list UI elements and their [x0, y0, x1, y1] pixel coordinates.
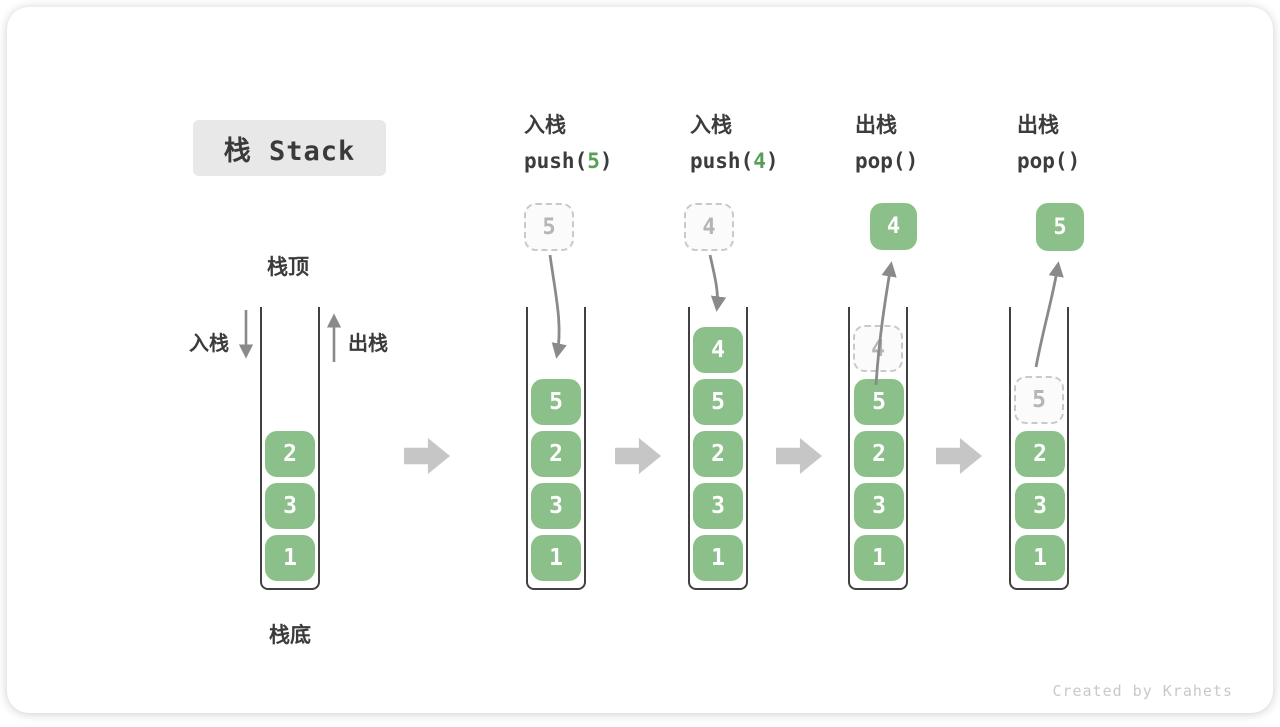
stack-container-push5	[526, 307, 586, 590]
stack-container-push4	[688, 307, 748, 590]
stack-container-pop5	[1009, 307, 1069, 590]
code-arg: 4	[753, 149, 766, 173]
stack-cell: 3	[854, 483, 904, 529]
pop-side-label: 出栈	[348, 333, 388, 355]
push4-op-label: 入栈	[690, 114, 732, 137]
stack-cell: 2	[1015, 431, 1065, 477]
stack-cell: 5	[693, 379, 743, 425]
stack-cell: 3	[531, 483, 581, 529]
ghost-cell: 4	[853, 325, 903, 372]
pop4-op-label: 出栈	[855, 114, 897, 137]
stack-container-pop4	[848, 307, 908, 590]
stage-push4-header: 入栈 push(4)	[690, 113, 779, 174]
code-pre: pop()	[855, 149, 919, 173]
stack-cell: 5	[531, 379, 581, 425]
next-stage-arrow-icon	[776, 438, 822, 474]
stack-cell: 3	[1015, 483, 1065, 529]
stack-cell: 1	[531, 535, 581, 581]
stack-cell: 1	[854, 535, 904, 581]
push4-curve-arrow-icon	[708, 254, 727, 312]
diagram-card: 栈 Stack 入栈 push(5) 入栈 push(4) 出栈 pop() 出…	[7, 7, 1273, 713]
incoming-value-box: 4	[684, 203, 734, 251]
stack-cell: 3	[693, 483, 743, 529]
incoming-value-box: 5	[524, 203, 574, 251]
title-text: 栈 Stack	[223, 135, 356, 167]
push5-code-label: push(5)	[524, 148, 613, 174]
stack-cell: 2	[265, 431, 315, 477]
code-arg: 5	[587, 149, 600, 173]
code-post: )	[765, 149, 779, 173]
push4-code-label: push(4)	[690, 148, 779, 174]
code-pre: pop()	[1017, 149, 1081, 173]
stage-push5-header: 入栈 push(5)	[524, 113, 613, 174]
stack-cell: 4	[693, 327, 743, 373]
pop5-code-label: pop()	[1017, 148, 1080, 174]
code-pre: push(	[524, 149, 588, 173]
popped-value-box: 4	[870, 203, 917, 250]
ghost-cell: 5	[1014, 376, 1064, 424]
stack-cell: 1	[693, 535, 743, 581]
pop4-code-label: pop()	[855, 148, 918, 174]
watermark-credit: Created by Krahets	[1052, 682, 1233, 700]
stack-cell: 3	[265, 483, 315, 529]
popped-value-box: 5	[1036, 203, 1084, 251]
push5-op-label: 入栈	[524, 114, 566, 137]
code-post: )	[599, 149, 613, 173]
next-stage-arrow-icon	[615, 438, 661, 474]
stack-cell: 1	[1015, 535, 1065, 581]
stack-top-label: 栈顶	[267, 256, 309, 279]
stage-pop4-header: 出栈 pop()	[855, 113, 918, 174]
stack-bottom-label: 栈底	[269, 624, 311, 647]
stack-cell: 5	[854, 379, 904, 425]
stack-cell: 2	[854, 431, 904, 477]
arrows-overlay	[238, 254, 1064, 386]
push-side-label: 入栈	[189, 333, 229, 355]
stack-cell: 2	[531, 431, 581, 477]
stack-container-initial	[260, 307, 320, 590]
title-badge: 栈 Stack	[193, 120, 386, 176]
next-stage-arrow-icon	[404, 438, 450, 474]
stack-cell: 1	[265, 535, 315, 581]
code-pre: push(	[690, 149, 754, 173]
stack-cell: 2	[693, 431, 743, 477]
next-stage-arrow-icon	[936, 438, 982, 474]
pop5-op-label: 出栈	[1017, 114, 1059, 137]
stage-pop5-header: 出栈 pop()	[1017, 113, 1080, 174]
